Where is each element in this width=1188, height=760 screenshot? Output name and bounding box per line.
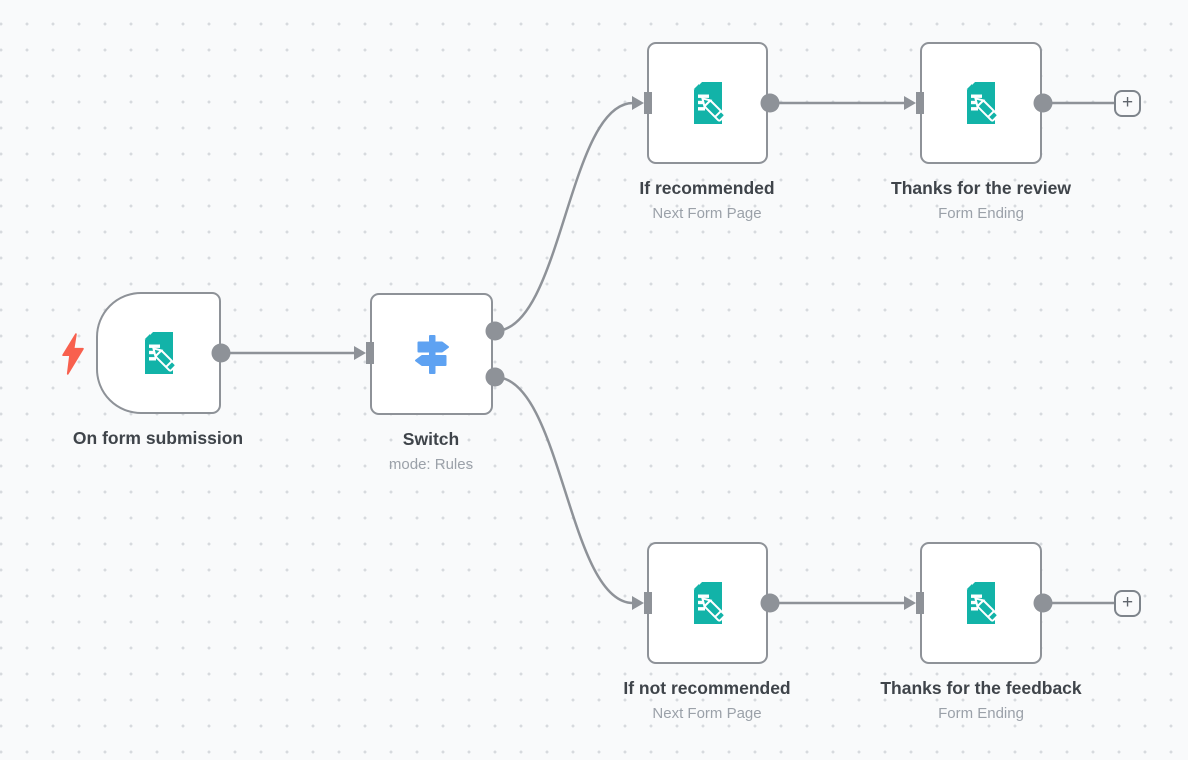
node-subtitle: Next Form Page <box>652 705 762 722</box>
node-title: If recommended <box>639 178 775 198</box>
form-icon <box>691 579 726 624</box>
connection-switch-to-if-recommended <box>494 101 634 333</box>
lightning-trigger-icon <box>62 333 84 375</box>
plus-icon: + <box>1121 592 1134 613</box>
node-title: If not recommended <box>623 678 791 698</box>
node-title: Thanks for the feedback <box>880 678 1082 698</box>
node-title: Thanks for the review <box>891 178 1071 198</box>
node-box-thanks-feedback[interactable] <box>920 542 1042 664</box>
form-icon <box>964 79 999 124</box>
add-node-button-bottom[interactable]: + <box>1114 590 1141 617</box>
node-title: On form submission <box>72 428 244 448</box>
node-title: Switch <box>402 429 460 449</box>
node-box-switch[interactable] <box>370 293 493 415</box>
form-icon <box>691 79 726 124</box>
plus-icon: + <box>1121 92 1134 113</box>
node-box-thanks-review[interactable] <box>920 42 1042 164</box>
node-box-on-form-submission[interactable] <box>96 292 221 414</box>
node-box-if-recommended[interactable] <box>647 42 768 164</box>
add-node-button-top[interactable]: + <box>1114 90 1141 117</box>
form-icon <box>964 579 999 624</box>
node-subtitle: Form Ending <box>938 205 1024 222</box>
switch-icon <box>414 335 449 374</box>
form-icon <box>142 329 177 374</box>
node-box-if-not-recommended[interactable] <box>647 542 768 664</box>
node-subtitle: mode: Rules <box>388 456 474 473</box>
node-subtitle: Next Form Page <box>652 205 762 222</box>
node-subtitle: Form Ending <box>938 705 1024 722</box>
connection-switch-to-if-not-recommended <box>494 375 634 605</box>
